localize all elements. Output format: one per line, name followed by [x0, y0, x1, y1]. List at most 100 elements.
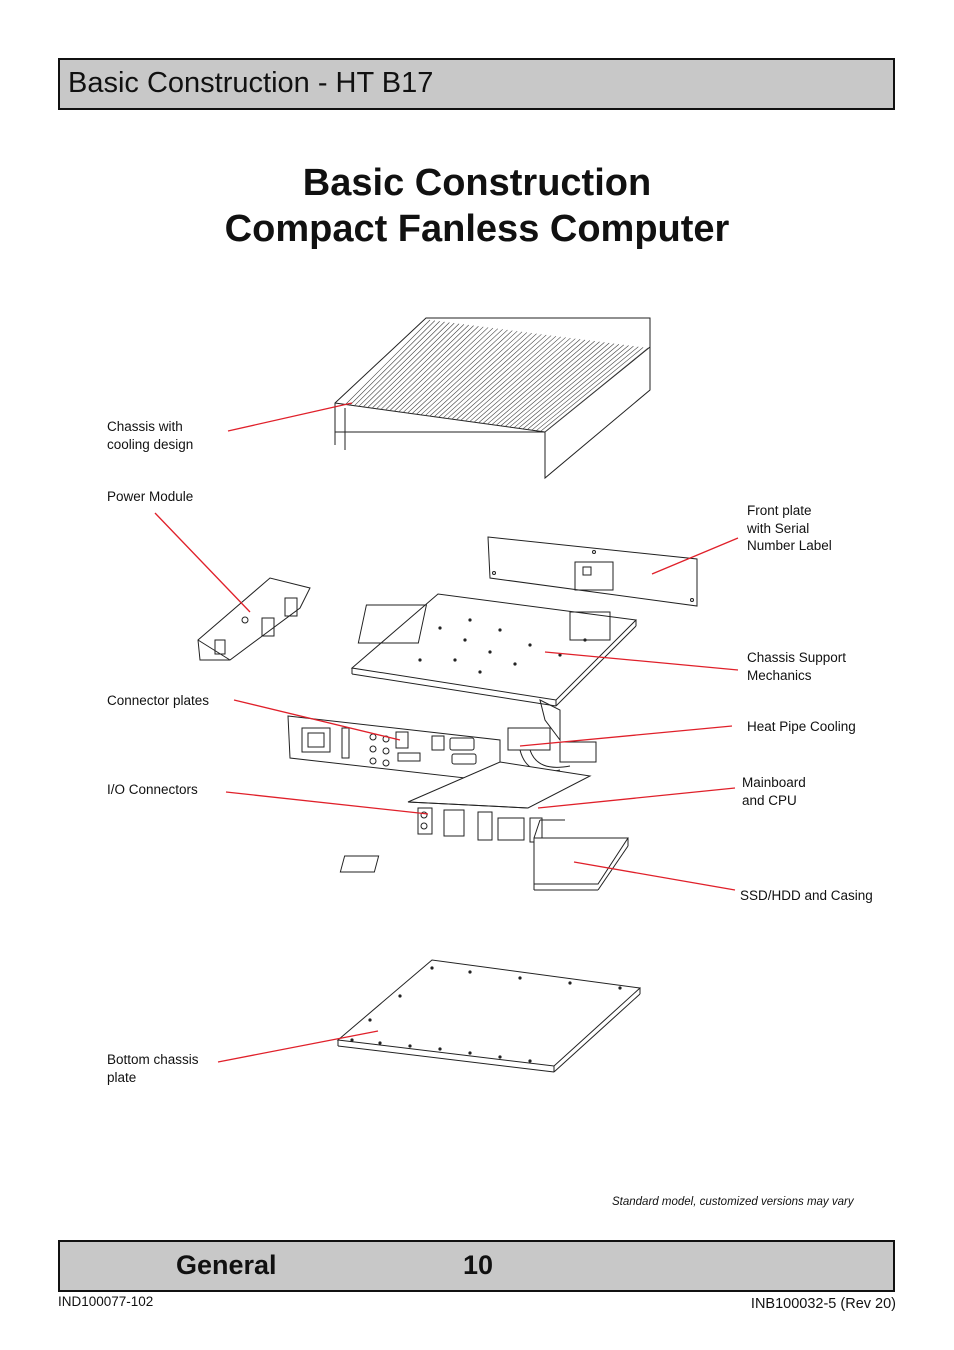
cooling-fin — [407, 328, 499, 414]
cooling-fin — [411, 329, 503, 415]
leader-ssd — [573, 861, 736, 891]
cooling-fin — [353, 321, 440, 407]
cooling-fin — [429, 331, 523, 417]
cooling-fin — [380, 324, 469, 411]
leader-chassis — [227, 402, 353, 432]
label-chassis-support-line1: Chassis Support — [747, 650, 847, 665]
cooling-fin — [469, 337, 566, 423]
cooling-fin — [393, 326, 484, 412]
label-front-plate-line2: with Serial — [747, 520, 810, 536]
screw-hole — [453, 658, 457, 662]
cooling-fin — [504, 342, 605, 427]
cooling-fin — [487, 339, 586, 425]
screw-hole — [518, 976, 522, 980]
screw-hole — [378, 1041, 382, 1045]
cooling-fin — [513, 343, 615, 429]
doc-id-right: INB100032-5 (Rev 20) — [750, 1296, 896, 1312]
screw-hole — [583, 638, 587, 642]
footer-bar: General 10 — [58, 1240, 895, 1292]
cooling-fin — [415, 329, 508, 415]
label-chassis-support: Chassis Support Mechanics — [747, 649, 846, 684]
label-power-module-line1: Power Module — [107, 489, 194, 504]
ssd-casing-illustration — [339, 819, 629, 891]
screw-hole — [498, 1055, 502, 1059]
cooling-fin — [500, 341, 600, 427]
label-connector-plates: Connector plates — [107, 692, 209, 710]
cooling-fin — [424, 330, 518, 417]
screw-hole — [498, 628, 502, 632]
screw-hole — [528, 643, 532, 647]
screw-hole — [528, 1059, 532, 1063]
cooling-fin — [535, 346, 639, 432]
label-chassis-line1: Chassis with — [107, 419, 183, 434]
leader-heat-pipe — [519, 725, 733, 747]
screw-hole — [558, 653, 562, 657]
screw-hole — [513, 662, 517, 666]
cooling-fin — [455, 335, 552, 421]
screw-hole — [418, 658, 422, 662]
cooling-fin — [384, 325, 474, 411]
cooling-fin — [544, 347, 649, 433]
cooling-fin — [367, 322, 455, 409]
cooling-fin — [402, 327, 494, 414]
label-ssd-line1: SSD/HDD and Casing — [740, 888, 873, 903]
mainboard-illustration — [407, 761, 592, 843]
label-bottom-plate-line1: Bottom chassis — [107, 1052, 199, 1067]
label-heat-pipe: Heat Pipe Cooling — [747, 718, 856, 736]
cooling-fin — [447, 334, 542, 420]
cooling-fin — [349, 320, 436, 406]
cooling-fin — [527, 345, 629, 430]
footer-section-title: General — [176, 1250, 277, 1280]
cooling-fin — [451, 334, 547, 420]
cooling-fin — [420, 330, 513, 416]
cooling-fin — [442, 333, 537, 419]
cooling-fin — [438, 332, 532, 418]
cooling-fin — [464, 336, 561, 422]
page-title-line1: Basic Construction — [302, 162, 652, 204]
cooling-fin — [433, 332, 528, 418]
label-front-plate-line1: Front plate — [747, 503, 812, 518]
screw-hole — [468, 1051, 472, 1055]
chassis-illustration — [334, 317, 651, 480]
chassis-support-illustration — [350, 593, 638, 742]
page-title-line2: Compact Fanless Computer — [224, 208, 730, 250]
leader-chassis-support — [544, 651, 739, 671]
cooling-fin — [344, 319, 431, 406]
label-ssd: SSD/HDD and Casing — [740, 887, 873, 905]
label-connector-plates-line1: Connector plates — [107, 693, 210, 708]
cooling-fin — [478, 338, 576, 424]
screw-hole — [618, 986, 622, 990]
cooling-fin — [460, 335, 557, 421]
cooling-fin — [482, 339, 581, 424]
screw-hole — [398, 994, 402, 998]
screw-hole — [463, 638, 467, 642]
screw-hole — [408, 1044, 412, 1048]
cooling-fin — [540, 347, 644, 432]
cooling-fin — [522, 344, 624, 430]
cooling-fin — [358, 321, 445, 408]
header-bar: Basic Construction - HT B17 — [58, 58, 895, 110]
screw-hole — [368, 1018, 372, 1022]
screw-hole — [438, 1047, 442, 1051]
model-note: Standard model, customized versions may … — [612, 1196, 854, 1208]
label-io-connectors-line1: I/O Connectors — [107, 782, 198, 797]
cooling-fin — [473, 337, 571, 423]
label-mainboard: Mainboard and CPU — [742, 774, 806, 809]
connector-plate-illustration — [287, 715, 501, 783]
screw-hole — [468, 970, 472, 974]
label-front-plate-line3: Number Label — [747, 538, 832, 553]
cooling-fin — [509, 342, 610, 428]
label-mainboard-line2: and CPU — [742, 792, 797, 808]
cooling-fin — [531, 345, 634, 431]
screw-hole — [478, 670, 482, 674]
cooling-fin — [491, 340, 591, 426]
screw-hole — [438, 626, 442, 630]
cooling-fin — [375, 324, 465, 410]
cooling-fin — [362, 322, 450, 408]
screw-hole — [488, 650, 492, 654]
power-module-illustration — [197, 577, 311, 661]
screw-hole — [568, 981, 572, 985]
bottom-plate-illustration — [336, 959, 642, 1073]
doc-id-left: IND100077-102 — [58, 1294, 154, 1309]
